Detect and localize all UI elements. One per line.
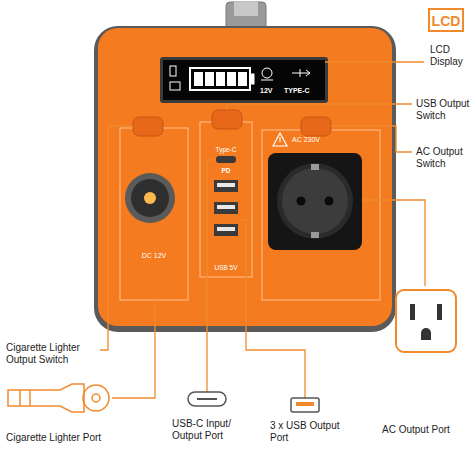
power-station — [94, 26, 396, 332]
lcd-icons — [262, 68, 272, 78]
lcd-icons — [170, 66, 310, 90]
panel-box: Type-C PD USB 5V — [200, 122, 252, 277]
power-station — [273, 133, 287, 146]
lcd-icons — [190, 68, 250, 90]
buttons — [133, 110, 331, 136]
lcd-icons — [170, 66, 176, 76]
panel-text: LCD — [432, 13, 461, 29]
panel-box: 12V TYPE-C — [163, 60, 325, 100]
power-station — [94, 2, 396, 332]
power-station — [200, 122, 252, 277]
usb-icon — [291, 398, 319, 412]
panel-text: DC 12V — [142, 252, 167, 260]
power-station — [98, 28, 392, 326]
panel-text: 12V — [260, 87, 272, 95]
us-outlet-icon — [421, 328, 431, 340]
lcd-icons — [205, 72, 214, 86]
power-station — [163, 60, 325, 100]
callout-label: USB Output Switch — [416, 98, 472, 122]
leader-lines — [362, 200, 425, 286]
power-station — [217, 183, 235, 187]
leader-lines — [112, 300, 155, 398]
lcd-icons — [261, 80, 273, 81]
leader-lines — [207, 160, 214, 392]
lcd-icons — [170, 82, 180, 90]
power-station — [279, 137, 280, 142]
panel-text: Type-C — [216, 146, 237, 153]
power-station — [262, 130, 380, 300]
buttons — [301, 117, 331, 136]
usb-icon — [296, 402, 314, 406]
us-outlet-icon — [410, 304, 415, 320]
usb-c-icon — [188, 392, 226, 406]
power-station — [277, 163, 353, 239]
lcd-icons — [227, 72, 236, 86]
power-station — [160, 57, 328, 103]
usb-icon — [291, 398, 319, 412]
cigarette-plug-icon — [92, 394, 100, 402]
power-station — [268, 153, 362, 250]
power-station — [214, 202, 238, 214]
power-station — [234, 2, 258, 16]
power-station — [214, 224, 238, 236]
leader-lines — [325, 61, 424, 62]
lcd-icons — [238, 72, 247, 86]
panel-text: USB 5V — [214, 264, 237, 271]
power-station — [131, 179, 169, 217]
power-station — [217, 227, 235, 231]
usb-c-icon — [197, 398, 217, 400]
power-station — [120, 128, 188, 300]
power-station — [217, 205, 235, 209]
callout-label: Cigarette Lighter Output Switch — [6, 342, 98, 366]
panel-box: DC 12V — [120, 128, 188, 300]
lcd-icons — [250, 74, 254, 84]
power-station — [325, 197, 334, 206]
buttons — [212, 110, 242, 129]
lcd-icons — [216, 72, 225, 86]
callout-label: AC Output Switch — [416, 146, 472, 170]
leader-lines — [331, 126, 412, 152]
callout-label: LCD Display — [430, 44, 472, 68]
callout-label: AC Output Port — [382, 424, 472, 436]
panel-box: AC 230V — [262, 130, 380, 300]
power-station — [125, 173, 175, 223]
panel-text: PD — [221, 167, 230, 174]
callout-label: Cigarette Lighter Port — [6, 432, 146, 444]
us-outlet-icon — [396, 290, 456, 352]
power-station — [216, 156, 236, 163]
power-station — [297, 197, 306, 206]
leader-lines — [227, 104, 412, 110]
power-station — [311, 164, 319, 170]
us-outlet-icon — [437, 304, 442, 320]
leader-lines — [240, 220, 305, 398]
panel-text: AC 230V — [292, 136, 320, 144]
leader-lines — [100, 62, 425, 398]
cigarette-plug-icon — [8, 384, 84, 412]
power-station — [311, 232, 319, 238]
cigarette-plug-icon — [83, 385, 109, 411]
power-station — [144, 192, 156, 204]
panel-box: LCD — [428, 8, 464, 32]
callout-label: USB-C Input/ Output Port — [172, 418, 244, 442]
panel-text: TYPE-C — [284, 87, 310, 95]
buttons — [133, 117, 163, 136]
us-outlet-icon — [396, 290, 456, 352]
cigarette-plug-icon — [8, 384, 109, 412]
leader-lines — [100, 126, 133, 350]
cigarette-plug-icon — [20, 390, 30, 406]
lcd-icons — [292, 69, 310, 77]
lcd-icons — [194, 72, 203, 86]
callout-label: 3 x USB Output Port — [270, 420, 352, 444]
usb-c-icon — [188, 392, 226, 406]
power-station — [214, 180, 238, 192]
power-station — [282, 168, 348, 234]
